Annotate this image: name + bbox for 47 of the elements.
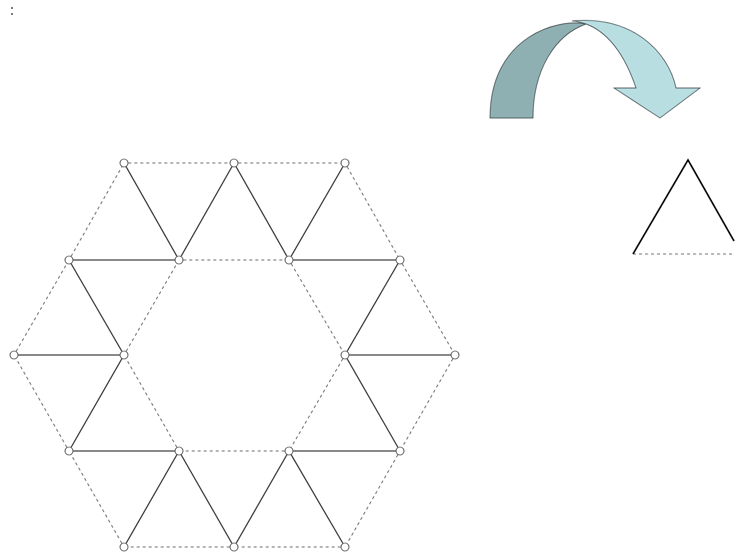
dashed-line [128,162,230,164]
dashed-line [290,263,344,352]
lattice-point [230,158,238,168]
line [126,454,178,544]
line [73,450,175,452]
lattice-point [120,542,128,552]
dashed-line [70,166,122,257]
lattice-point [340,542,350,552]
line [180,454,232,544]
line [236,166,288,257]
lattice-point [396,256,404,264]
lattice-point [284,256,294,264]
lattice-point [120,158,128,168]
lattice-point [10,350,18,360]
line [290,454,344,544]
lattice-point [174,446,184,456]
line [293,450,396,452]
line [70,263,122,352]
lattice-point [174,256,184,264]
dashed-line [402,263,454,352]
lattice-point [64,446,74,456]
line [349,354,451,356]
lattice-point [340,158,350,168]
line [346,263,398,352]
lattice-point [396,446,404,456]
line [290,166,344,257]
dashed-line [290,358,344,448]
line [346,358,398,448]
dashed-line [16,263,68,352]
line [293,259,396,261]
lattice-point [340,350,350,360]
line [70,358,122,448]
dashed-line [182,450,286,452]
lattice-point [230,542,238,552]
dashed-line [128,546,230,548]
line [73,259,175,261]
line [18,354,120,356]
dashed-line [126,263,178,352]
line [180,166,232,257]
dashed-line [346,166,398,257]
colon-text: : [11,7,13,15]
lattice-point [284,446,294,456]
lattice-point [120,350,128,360]
lattice-point [64,256,74,264]
line [126,166,178,257]
line [236,454,288,544]
lattice-point [450,350,460,360]
